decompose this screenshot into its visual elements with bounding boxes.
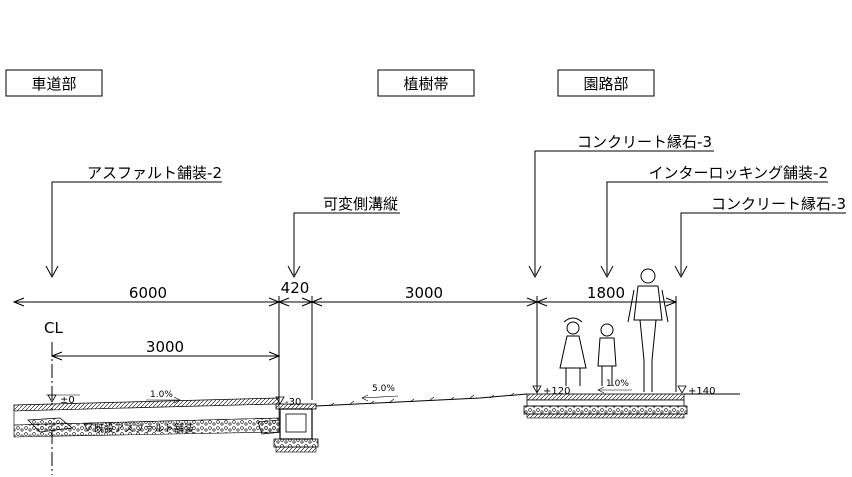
- callout-leaders: [45, 150, 846, 279]
- people-figures-icon: [559, 268, 669, 392]
- slope-garden-label: 1.0%: [606, 379, 629, 389]
- dim-road-width: 6000: [129, 284, 167, 302]
- centerline-label: CL: [44, 319, 63, 337]
- level-gutter: -30: [285, 397, 301, 408]
- callout-curb-left: コンクリート縁石-3: [577, 133, 712, 151]
- main-dimension-line: [12, 296, 678, 400]
- zone-label-garden-text: 園路部: [583, 75, 628, 93]
- slope-planting: 5.0%: [361, 384, 399, 402]
- level-mark-gutter: -30: [275, 396, 301, 408]
- dim-half-width: 3000: [146, 338, 184, 356]
- zone-label-planting-text: 植樹帯: [403, 75, 448, 93]
- slope-road: 1.0%: [146, 390, 181, 404]
- level-garden-right: +140: [688, 386, 715, 397]
- garden-pavement: [523, 393, 740, 419]
- callout-asphalt: アスファルト舗装-2: [87, 164, 222, 182]
- slope-garden: 1.0%: [597, 379, 632, 394]
- zone-label-roadway-text: 車道部: [31, 75, 76, 93]
- dim-garden-width: 1800: [587, 284, 625, 302]
- road-pavement: [13, 397, 283, 438]
- callout-interlocking: インターロッキング舗装-2: [648, 164, 828, 182]
- zone-label-planting: 植樹帯: [377, 69, 475, 97]
- dim-planting-width: 3000: [405, 284, 443, 302]
- gutter-structure: [273, 403, 319, 453]
- zone-label-roadway: 車道部: [5, 69, 103, 97]
- level-mark-garden-right: +140: [677, 385, 715, 397]
- level-existing: 既設アスファルト舗装: [94, 422, 194, 435]
- zone-label-garden: 園路部: [557, 69, 655, 97]
- level-road-center: ±0: [60, 395, 75, 406]
- slope-road-label: 1.0%: [150, 390, 173, 400]
- slope-planting-label: 5.0%: [372, 384, 395, 394]
- level-mark-existing: 既設アスファルト舗装: [83, 422, 194, 435]
- level-garden-left: +120: [543, 386, 570, 397]
- callout-curb-right: コンクリート縁石-3: [711, 195, 846, 213]
- level-mark-garden-left: +120: [532, 385, 570, 397]
- level-mark-center: ±0: [46, 394, 80, 406]
- planting-ground: [315, 392, 528, 407]
- dim-gutter-width: 420: [281, 279, 310, 297]
- callout-gutter: 可変側溝縦: [323, 195, 398, 213]
